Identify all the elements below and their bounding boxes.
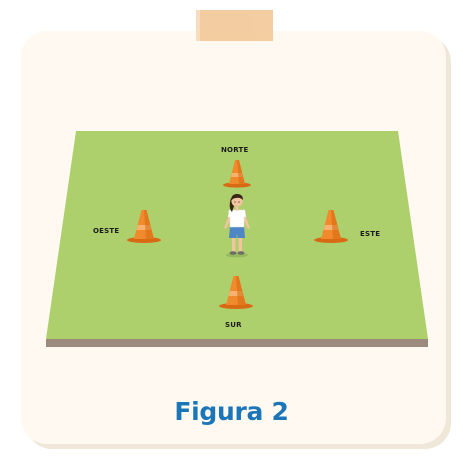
label-west: OESTE (93, 227, 119, 235)
label-east: ESTE (360, 230, 380, 238)
label-north: NORTE (221, 146, 248, 154)
figure-caption: Figura 2 (0, 397, 463, 426)
label-south: SUR (225, 321, 242, 329)
field-edge (46, 339, 428, 347)
